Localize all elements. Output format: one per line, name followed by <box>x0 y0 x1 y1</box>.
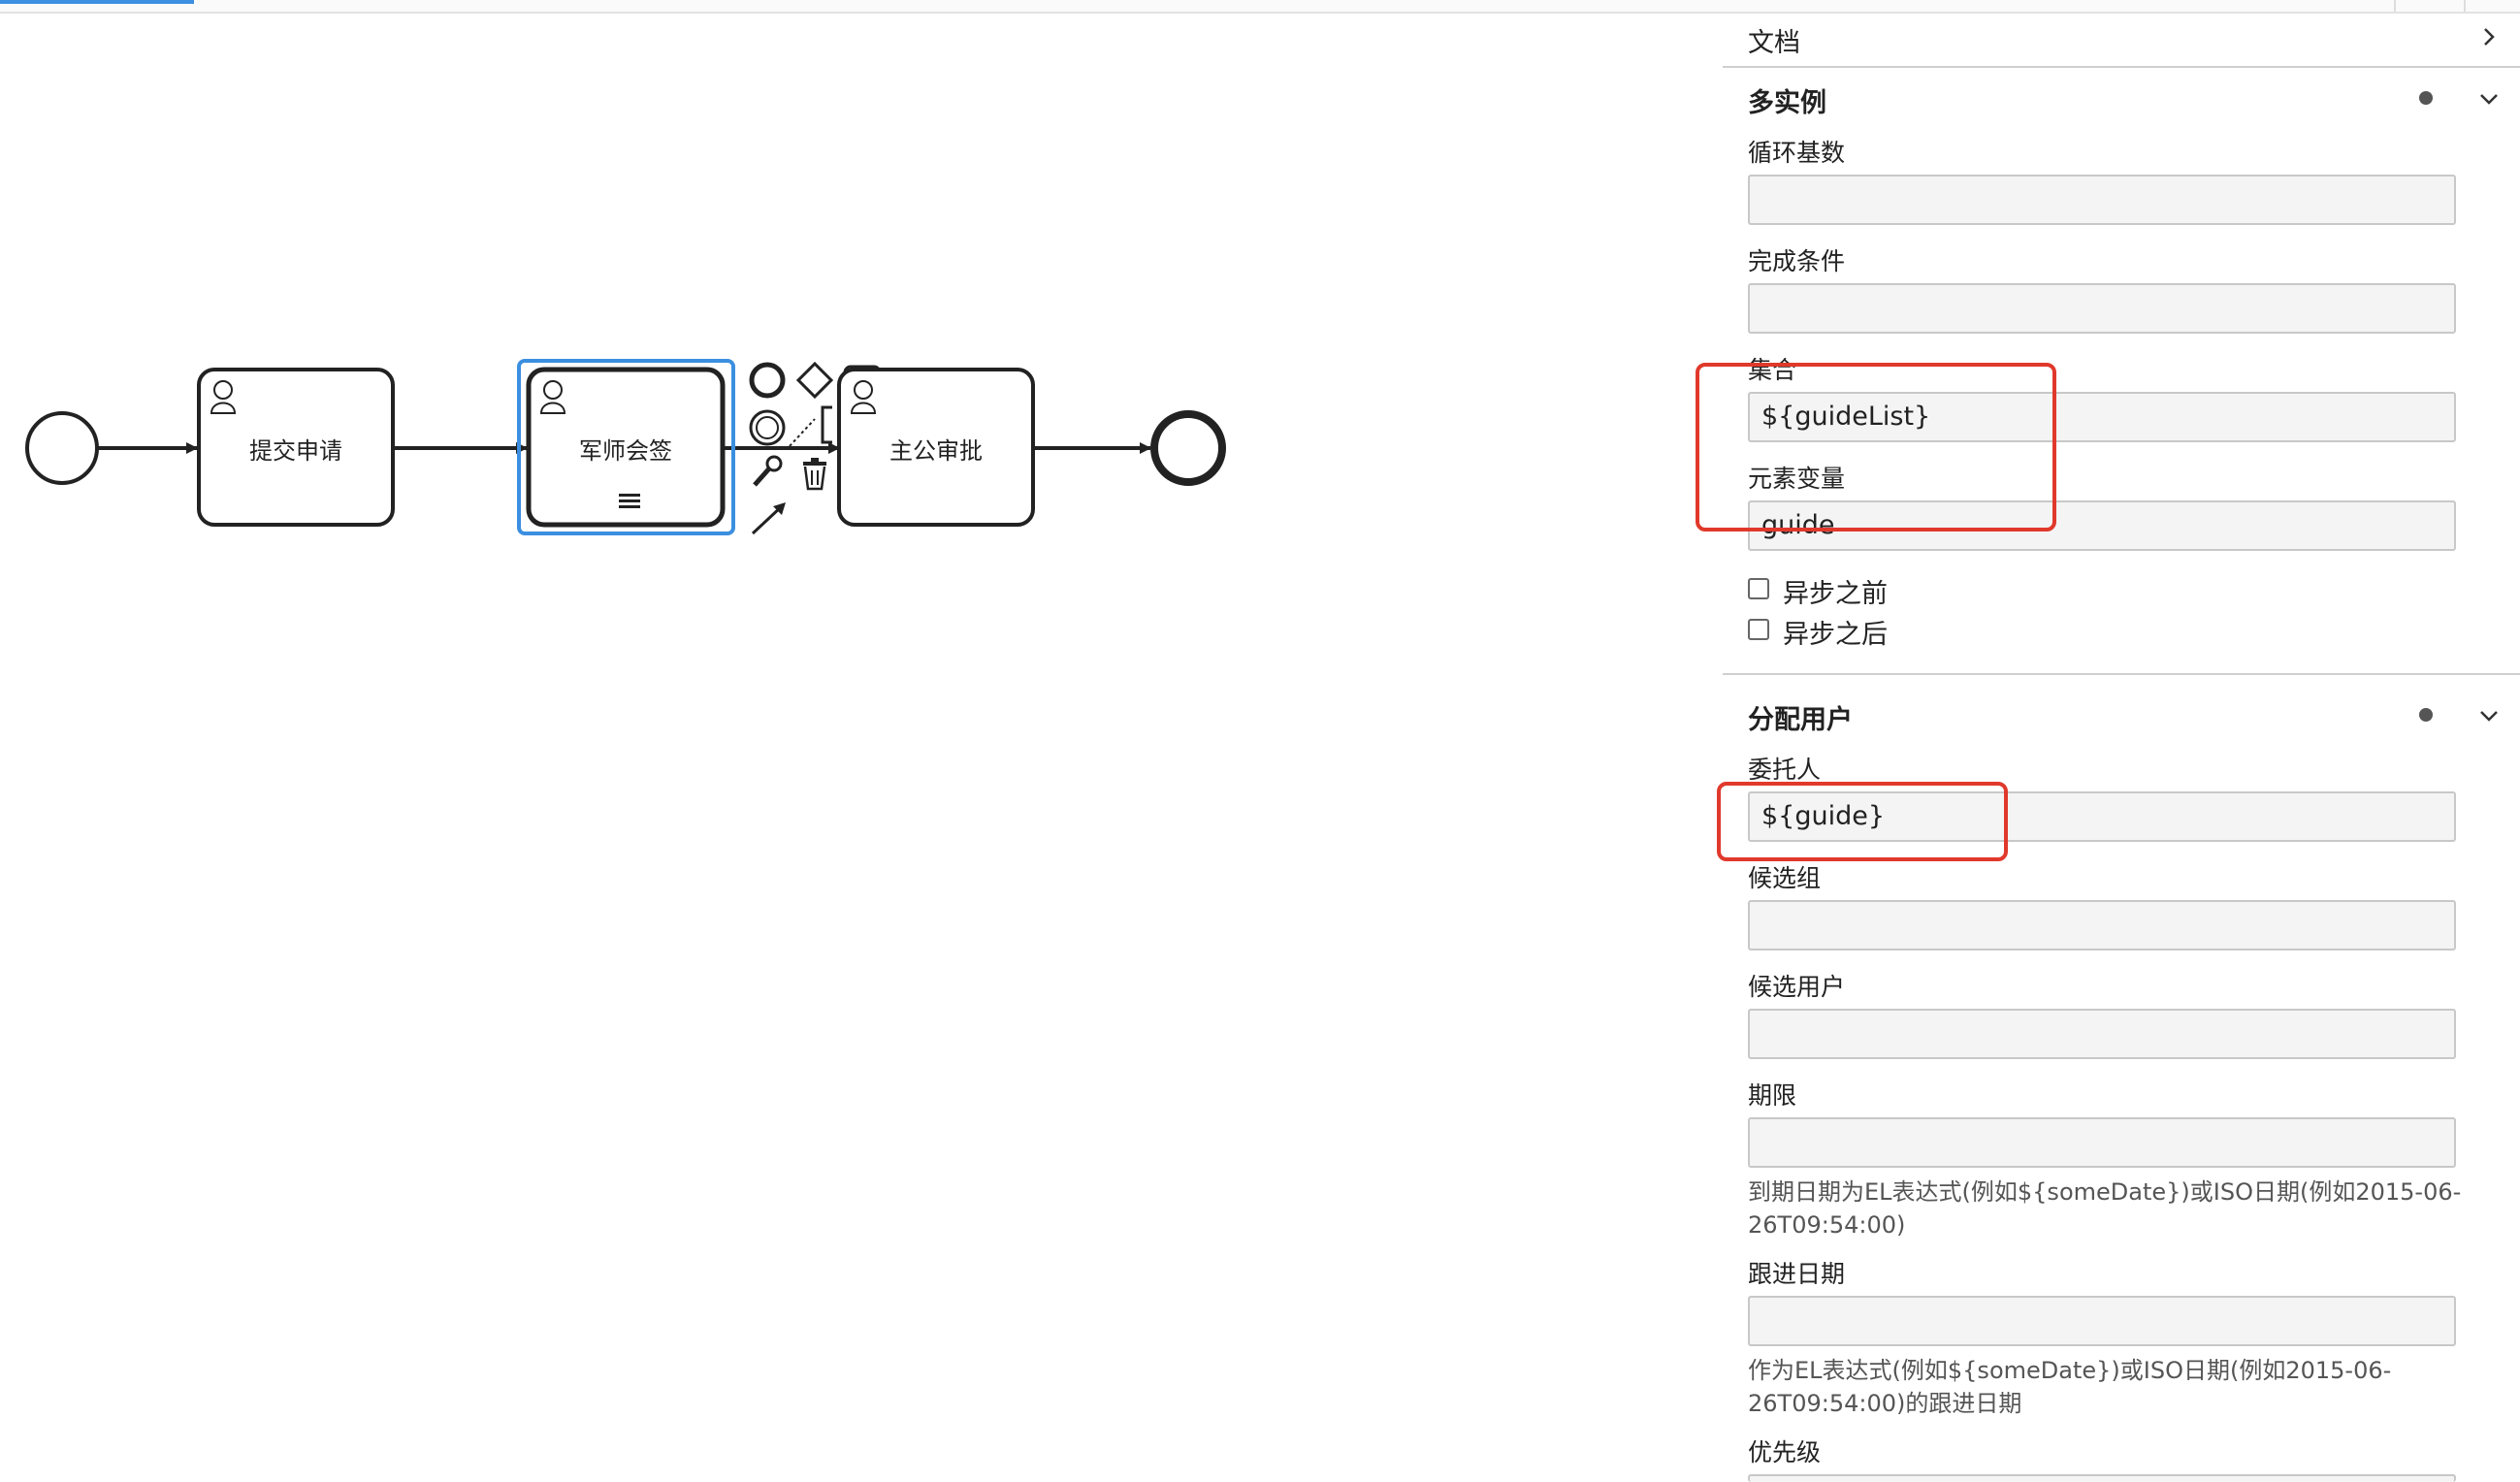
async-before-checkbox[interactable] <box>1748 578 1769 599</box>
connect-arrow-icon[interactable] <box>751 502 786 535</box>
due-date-hint: 到期日期为EL表达式(例如${someDate})或ISO日期(例如2015-0… <box>1748 1178 2462 1239</box>
selection-outline <box>517 359 735 535</box>
append-gateway-icon[interactable] <box>795 361 834 400</box>
section-active-indicator <box>2419 91 2433 105</box>
assignment-title[interactable]: 分配用户 <box>1748 705 1853 735</box>
element-variable-label: 元素变量 <box>1748 465 1846 493</box>
section-divider <box>1723 634 2520 675</box>
follow-up-date-label: 跟进日期 <box>1748 1260 1846 1288</box>
user-task-submit[interactable] <box>197 368 395 527</box>
task-label: 主公审批 <box>889 437 983 465</box>
multi-instance-title[interactable]: 多实例 <box>1748 88 1826 118</box>
due-date-input[interactable] <box>1748 1117 2456 1168</box>
section-title: 文档 <box>1748 28 1800 58</box>
user-task-countersign[interactable] <box>526 367 726 528</box>
loop-cardinality-label: 循环基数 <box>1748 139 1846 167</box>
wrench-icon[interactable] <box>753 455 783 487</box>
collection-input[interactable]: ${guideList} <box>1748 392 2456 442</box>
intermediate-event-inner <box>756 416 779 439</box>
properties-panel: 文档 多实例 循环基数 完成条件 集合 ${guideList} 元素变量 gu… <box>1723 14 2520 1482</box>
candidate-groups-input[interactable] <box>1748 900 2456 950</box>
follow-up-date-input[interactable] <box>1748 1296 2456 1346</box>
top-toolbar-strip <box>0 0 2520 14</box>
due-date-label: 期限 <box>1748 1081 1797 1110</box>
collection-label: 集合 <box>1748 356 1797 384</box>
trash-icon[interactable] <box>803 458 826 491</box>
async-after-checkbox[interactable] <box>1748 619 1769 640</box>
priority-label: 优先级 <box>1748 1438 1822 1466</box>
append-end-event-icon[interactable] <box>749 362 786 399</box>
chevron-down-icon[interactable] <box>2479 89 2499 109</box>
loop-cardinality-input[interactable] <box>1748 175 2456 225</box>
assignee-input[interactable]: ${guide} <box>1748 791 2456 842</box>
async-before-label: 异步之前 <box>1783 579 1888 609</box>
completion-condition-input[interactable] <box>1748 283 2456 334</box>
toolbar-box <box>2394 0 2466 12</box>
text-annotation-icon[interactable] <box>789 405 832 447</box>
active-tab-indicator <box>0 0 194 4</box>
chevron-right-icon <box>2484 28 2495 46</box>
task-label: 军师会签 <box>579 437 672 465</box>
start-event[interactable] <box>25 411 99 485</box>
section-active-indicator <box>2419 708 2433 722</box>
parallel-multi-instance-icon <box>619 494 640 508</box>
candidate-users-input[interactable] <box>1748 1009 2456 1059</box>
async-after-label: 异步之后 <box>1783 620 1888 650</box>
documentation-section-header[interactable]: 文档 <box>1723 14 2520 68</box>
chevron-down-icon[interactable] <box>2479 706 2499 725</box>
user-task-approve[interactable] <box>837 368 1035 527</box>
candidate-groups-label: 候选组 <box>1748 864 1822 892</box>
assignee-label: 委托人 <box>1748 756 1822 784</box>
user-icon <box>850 380 877 414</box>
completion-condition-label: 完成条件 <box>1748 247 1846 275</box>
append-intermediate-event-icon[interactable] <box>749 409 786 446</box>
candidate-users-label: 候选用户 <box>1748 973 1846 1001</box>
element-variable-input[interactable]: guide <box>1748 500 2456 551</box>
user-icon <box>539 380 566 414</box>
diagram-svg <box>25 359 1226 535</box>
bpmn-canvas[interactable]: 提交申请 军师会签 主公审批 <box>0 0 1723 1482</box>
priority-input[interactable] <box>1748 1474 2456 1482</box>
follow-up-date-hint: 作为EL表达式(例如${someDate})或ISO日期(例如2015-06-2… <box>1748 1357 2392 1417</box>
end-event[interactable] <box>1150 410 1226 486</box>
user-icon <box>210 380 237 414</box>
task-label: 提交申请 <box>249 437 342 465</box>
